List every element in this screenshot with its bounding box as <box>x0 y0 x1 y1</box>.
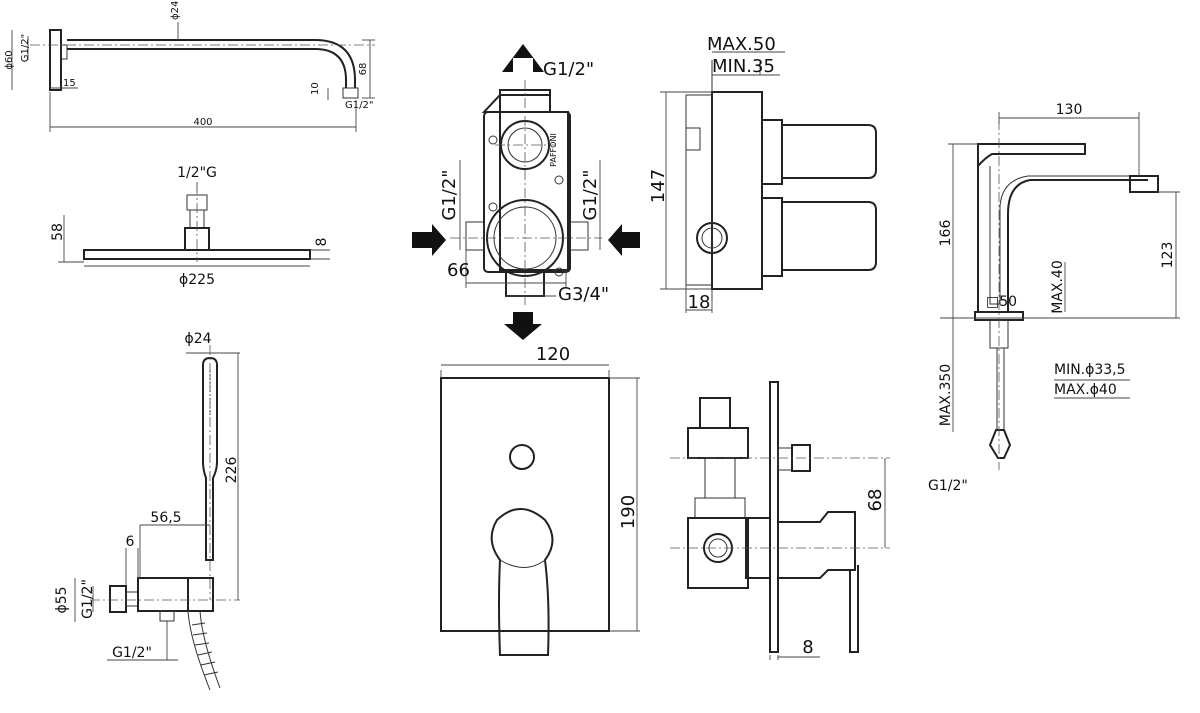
flow-arrow-left-icon <box>608 224 640 256</box>
holder-thread-a: G1/2" <box>80 579 96 619</box>
cover-plate-view: 120 190 <box>440 344 640 656</box>
valve-offset: 18 <box>688 292 711 313</box>
mixer-height: 166 <box>938 220 954 247</box>
flow-arrow-down-icon <box>504 312 542 340</box>
valve-body-front-view: PAFFONI G1/2" G1/2" G1/2" 66 G3/4" <box>412 44 640 340</box>
mixer-hose-fitting <box>988 429 1012 459</box>
mixer-spout <box>1129 175 1159 193</box>
outlet-body <box>109 585 127 613</box>
diverter-button <box>509 444 535 470</box>
flow-arrow-up-icon <box>502 44 544 72</box>
right-port <box>569 221 589 251</box>
shower-head-view: 1/2"G 58 8 ϕ225 <box>50 165 330 288</box>
holder-clip <box>187 577 214 612</box>
mixer-max-40: MAX.40 <box>1050 260 1066 314</box>
valve-height: 147 <box>648 169 669 203</box>
mixer-top-port <box>687 427 749 459</box>
holder-offset: 56,5 <box>150 510 181 526</box>
hose-inner <box>199 610 221 689</box>
valve-width: 66 <box>447 260 470 281</box>
hand-shower-handle <box>202 356 218 561</box>
mixer-spout-height: 123 <box>1160 242 1176 269</box>
valve-thread-left: G1/2" <box>439 169 460 220</box>
head-diameter: ϕ225 <box>179 272 215 288</box>
mixer-reach: 130 <box>1056 102 1083 118</box>
arm-tube-diameter: ϕ24 <box>170 1 181 20</box>
arm-flange-width: 15 <box>63 78 76 89</box>
mixer-plate <box>769 381 779 653</box>
wall-flange <box>49 29 62 91</box>
arm-connector <box>342 87 359 99</box>
cover-plate <box>440 377 610 632</box>
basin-mixer-view: 130 166 123 MAX.40 □50 MAX.350 MIN.ϕ33,5… <box>928 102 1180 494</box>
valve-thread-right: G1/2" <box>580 169 601 220</box>
arm-thread-right: G1/2" <box>345 100 373 111</box>
holder-thread-b: G1/2" <box>112 645 152 661</box>
arm-flange-diameter: ϕ60 <box>4 50 15 69</box>
hand-shower-length: 226 <box>224 457 240 484</box>
upper-knob <box>782 124 877 179</box>
valve-min-depth: MIN.35 <box>712 56 775 77</box>
mixer-handle <box>977 143 1086 169</box>
shower-arm-view: ϕ60 G1/2" ϕ24 15 400 68 10 G1/2" <box>4 1 375 132</box>
mixer-body <box>687 517 749 589</box>
plate-height: 190 <box>618 495 639 529</box>
arm-drop: 68 <box>358 63 369 76</box>
mixer-plate-thickness: 8 <box>802 637 813 658</box>
valve-max-depth: MAX.50 <box>707 34 776 55</box>
plate-width: 120 <box>536 344 570 365</box>
hose-outer <box>187 610 211 691</box>
valve-side-view: MAX.50 MIN.35 147 18 <box>648 34 877 313</box>
head-thickness: 8 <box>314 238 330 247</box>
arm-thread-left: G1/2" <box>20 34 31 62</box>
flange-nut <box>60 44 68 60</box>
hand-shower-view: ϕ24 226 56,5 6 ϕ55 G1/2" G1/2" <box>54 331 240 691</box>
mixer-handle-drop: 68 <box>865 489 886 512</box>
valve-thread-bottom: G3/4" <box>558 284 609 305</box>
valve-logo: PAFFONI <box>549 133 558 167</box>
arm-stub: 10 <box>310 82 321 95</box>
mixer-base-size: □50 <box>986 294 1017 310</box>
left-port <box>465 221 485 251</box>
mixer-side-view: 68 8 <box>670 381 890 660</box>
holder-body <box>137 577 189 612</box>
valve-side-body <box>711 91 763 290</box>
hand-shower-diameter: ϕ24 <box>184 331 211 347</box>
arm-length: 400 <box>193 117 212 128</box>
arm-tube-inner <box>67 48 347 88</box>
holder-diameter: ϕ55 <box>54 586 70 613</box>
mixer-thread: G1/2" <box>928 478 968 494</box>
arm-tube-outer <box>67 39 356 88</box>
mixer-lever <box>490 508 554 656</box>
lever-body <box>778 511 856 579</box>
valve-thread-top: G1/2" <box>543 59 594 80</box>
flow-arrow-right-icon <box>412 224 446 256</box>
lower-knob <box>782 201 877 271</box>
mixer-max-diameter: MAX.ϕ40 <box>1054 382 1117 398</box>
mixer-max-350: MAX.350 <box>938 364 954 426</box>
head-thread: 1/2"G <box>177 165 217 181</box>
mixer-body-outline <box>977 166 1148 313</box>
head-height: 58 <box>50 223 66 241</box>
mixer-min-diameter: MIN.ϕ33,5 <box>1054 362 1126 378</box>
holder-plate: 6 <box>126 534 135 550</box>
